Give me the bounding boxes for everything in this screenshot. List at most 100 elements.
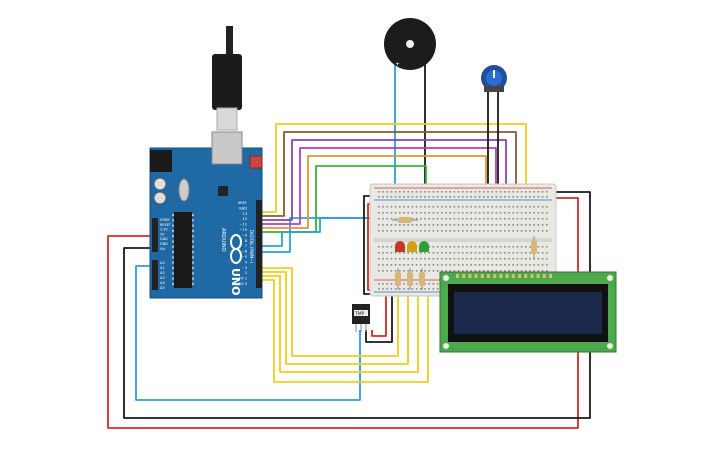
wire-blue-sensor	[135, 265, 361, 401]
breadboard-hole	[407, 288, 409, 290]
breadboard-hole	[378, 196, 380, 198]
breadboard-hole	[432, 246, 435, 248]
breadboard-hole	[487, 246, 489, 248]
lcd-mount-hole-3	[443, 343, 449, 349]
breadboard-hole	[537, 218, 540, 220]
breadboard-hole	[466, 270, 468, 272]
breadboard-hole	[449, 224, 451, 226]
breadboard-hole	[508, 230, 510, 232]
breadboard-hole	[462, 252, 464, 254]
breadboard-hole	[432, 258, 435, 260]
breadboard-hole	[445, 264, 447, 266]
analog-header	[152, 260, 158, 290]
breadboard-hole	[525, 264, 527, 266]
breadboard-hole	[449, 258, 451, 260]
chip-pin	[192, 282, 194, 285]
lcd-pin	[536, 274, 540, 278]
breadboard-hole	[533, 206, 535, 208]
breadboard-hole	[457, 218, 460, 220]
lcd-pin	[499, 274, 503, 278]
lcd-screen	[454, 292, 602, 334]
breadboard-hole	[470, 196, 472, 198]
breadboard-hole	[508, 246, 510, 248]
breadboard-hole	[428, 283, 430, 285]
chip-pin	[192, 224, 194, 227]
breadboard-hole	[495, 270, 498, 272]
breadboard-hole	[449, 230, 451, 232]
breadboard-hole	[453, 224, 456, 226]
breadboard-hole	[407, 270, 409, 272]
power-pin-label: RESET	[160, 223, 172, 227]
breadboard-hole	[390, 283, 393, 285]
breadboard-hole	[499, 264, 502, 266]
breadboard-hole	[516, 252, 519, 254]
reset-button[interactable]	[249, 155, 263, 169]
led-green[interactable]	[419, 241, 429, 252]
breadboard-hole	[516, 258, 519, 260]
breadboard-hole	[386, 283, 388, 285]
power-pin-label: 3.3V	[160, 228, 168, 232]
breadboard-hole	[378, 246, 380, 248]
breadboard-hole	[428, 206, 430, 208]
breadboard-hole	[508, 252, 510, 254]
breadboard-hole	[403, 288, 405, 290]
breadboard-hole	[495, 224, 498, 226]
header-pin-label: ~3	[242, 266, 247, 270]
breadboard-hole	[428, 218, 430, 220]
breadboard-hole	[512, 264, 514, 266]
chip-pin	[172, 261, 174, 264]
breadboard-hole	[478, 252, 481, 254]
breadboard-hole	[529, 196, 531, 198]
breadboard-hole	[394, 206, 397, 208]
digital-label: DIGITAL (PWM~)	[249, 230, 254, 264]
lcd-display[interactable]	[439, 271, 617, 353]
breadboard-hole	[453, 270, 456, 272]
chip-pin	[172, 277, 174, 280]
led-red[interactable]	[395, 241, 405, 252]
header-pin-label: ~11	[239, 223, 247, 227]
breadboard-hole	[390, 264, 393, 266]
breadboard-hole	[546, 206, 548, 208]
breadboard-hole	[491, 196, 493, 198]
breadboard-hole	[453, 230, 456, 232]
breadboard-hole	[483, 196, 485, 198]
piezo-buzzer[interactable]: +	[384, 18, 436, 70]
breadboard-hole	[382, 264, 384, 266]
breadboard-hole	[546, 252, 548, 254]
temperature-sensor[interactable]: TMP	[352, 304, 370, 332]
breadboard-hole	[382, 191, 384, 193]
analog-pin-label: A3	[160, 276, 165, 280]
breadboard-hole	[478, 191, 481, 193]
led-yellow[interactable]	[407, 241, 417, 252]
arduino-uno[interactable]: UNO ARDUINO DIGITAL (PWM~) AREFGND1312~1…	[149, 131, 263, 299]
breadboard-hole	[541, 264, 544, 266]
lcd-pin	[530, 274, 534, 278]
breadboard-hole	[504, 191, 506, 193]
breadboard-hole	[537, 230, 540, 232]
breadboard-hole	[541, 212, 544, 214]
breadboard-hole	[399, 288, 401, 290]
breadboard-hole	[541, 206, 544, 208]
breadboard-hole	[495, 252, 498, 254]
breadboard-hole	[428, 270, 430, 272]
chip-pin	[192, 245, 194, 248]
header-pin-label: 13	[242, 212, 247, 216]
breadboard-hole	[483, 246, 485, 248]
breadboard-hole	[478, 264, 481, 266]
breadboard-hole	[525, 218, 527, 220]
analog-pin-label: A4	[160, 281, 165, 285]
breadboard-hole	[420, 224, 422, 226]
chip-pin	[192, 277, 194, 280]
potentiometer[interactable]	[481, 65, 507, 92]
breadboard-hole	[441, 212, 443, 214]
breadboard-holes	[378, 191, 548, 290]
breadboard-hole	[546, 264, 548, 266]
breadboard-hole	[466, 218, 468, 220]
breadboard-hole	[466, 196, 468, 198]
breadboard-hole	[491, 252, 493, 254]
header-pin-label: 7	[245, 244, 247, 248]
breadboard-hole	[386, 288, 388, 290]
breadboard-hole	[520, 191, 523, 193]
breadboard-hole	[520, 258, 523, 260]
